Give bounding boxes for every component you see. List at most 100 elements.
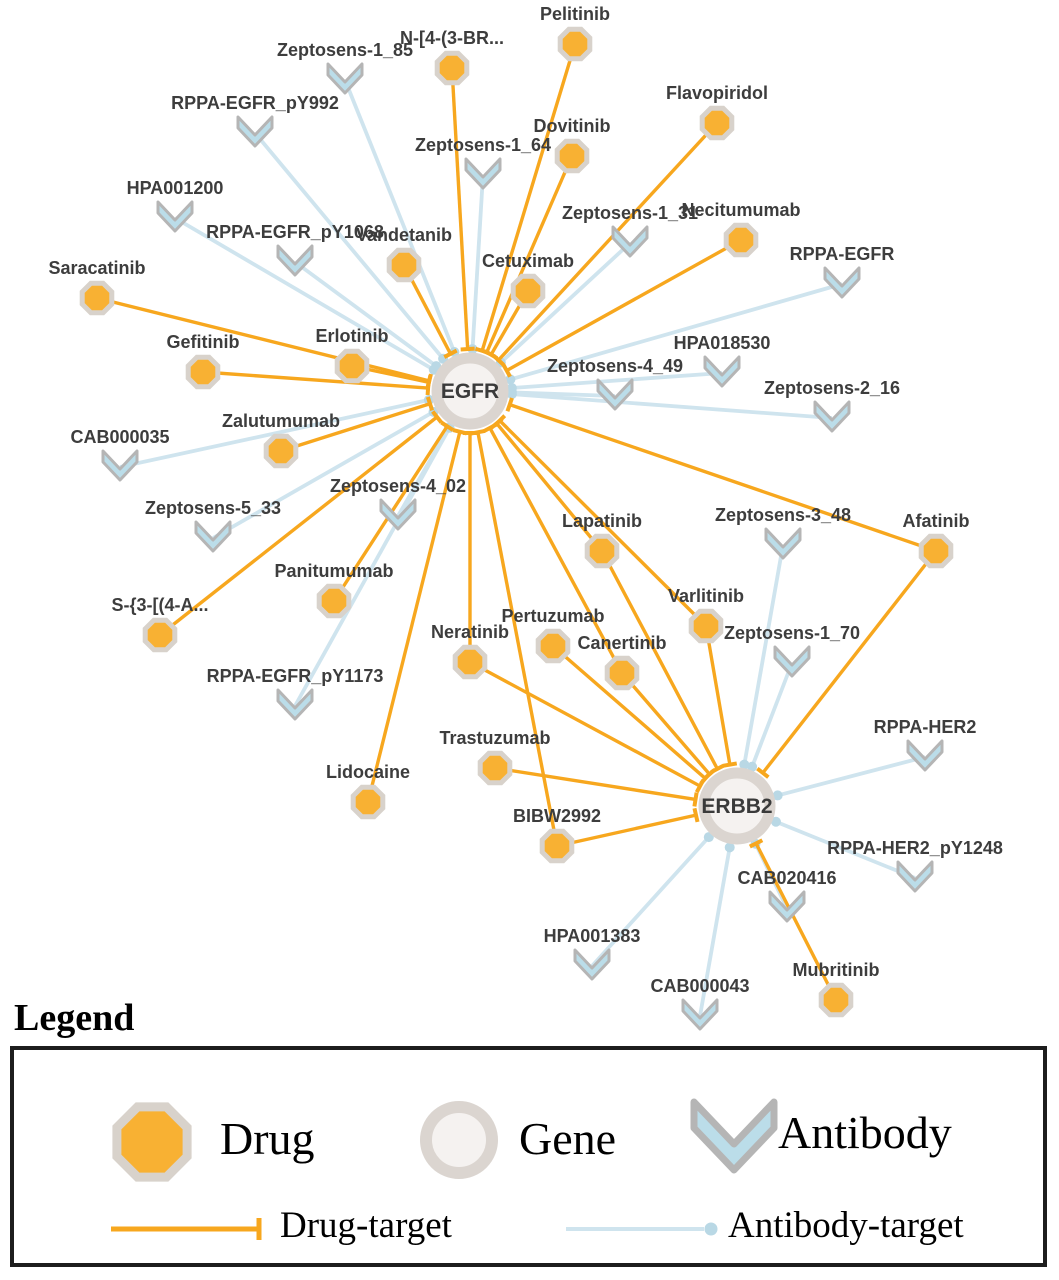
drug-target-edge — [96, 296, 430, 383]
drug-node-zalutumumab[interactable] — [263, 433, 299, 469]
drug-octagon-icon — [688, 608, 724, 644]
drug-octagon-icon — [723, 222, 759, 258]
gene-node-egfr[interactable]: EGFR — [431, 352, 509, 430]
drug-target-legend-label: Drug-target — [280, 1205, 452, 1246]
antibody-node-hpa001383[interactable] — [573, 948, 611, 981]
antibody-target-dot — [431, 361, 442, 372]
drug-target-edge — [280, 402, 431, 453]
antibody-target-edge — [777, 755, 926, 798]
drug-node-erlotinib[interactable] — [334, 348, 370, 384]
antibody-chevron-icon — [573, 948, 611, 981]
node-label-afatinib: Afatinib — [903, 511, 970, 531]
drug-node-mubritinib[interactable] — [818, 982, 854, 1018]
antibody-node-rppa_egfr[interactable] — [823, 266, 861, 299]
drug-target-edge — [498, 419, 708, 628]
antibody-node-cab000043[interactable] — [681, 998, 719, 1031]
drug-node-trastuzumab[interactable] — [477, 750, 513, 786]
drug-legend-label: Drug — [220, 1113, 315, 1164]
antibody-node-zeptosens_4_49[interactable] — [596, 378, 634, 411]
drug-target-edge — [509, 403, 937, 553]
antibody-node-zeptosens_2_16[interactable] — [813, 400, 851, 433]
antibody-node-hpa018530[interactable] — [703, 355, 741, 388]
antibody-node-rppa_her2_py1248[interactable] — [896, 860, 934, 893]
drug-target-tee — [460, 346, 475, 352]
node-label-cab000035: CAB000035 — [70, 427, 169, 447]
drug-node-neratinib[interactable] — [452, 644, 488, 680]
gene-circle-icon — [431, 352, 509, 430]
antibody-target-dot — [747, 761, 758, 772]
antibody-node-zeptosens_1_70[interactable] — [773, 645, 811, 678]
antibody-chevron-icon — [596, 378, 634, 411]
node-label-trastuzumab: Trastuzumab — [439, 728, 550, 748]
drug-node-n4_3br[interactable] — [434, 50, 470, 86]
antibody-chevron-icon — [156, 200, 194, 233]
antibody-node-zeptosens_3_48[interactable] — [764, 527, 802, 560]
antibody-node-zeptosens_1_85[interactable] — [326, 62, 364, 95]
drug-node-lidocaine[interactable] — [350, 784, 386, 820]
antibody-node-zeptosens_4_02[interactable] — [379, 498, 417, 531]
drug-target-edge — [600, 550, 719, 770]
antibody-node-zeptosens_5_33[interactable] — [194, 520, 232, 553]
drug-node-gefitinib[interactable] — [185, 354, 221, 390]
antibody-node-rppa_her2[interactable] — [906, 739, 944, 772]
antibody-node-rppa_egfr_py992[interactable] — [236, 115, 274, 148]
drug-node-saracatinib[interactable] — [79, 280, 115, 316]
antibody-target-edge — [590, 835, 711, 968]
drug-node-pelitinib[interactable] — [557, 26, 593, 62]
node-label-zeptosens_1_64: Zeptosens-1_64 — [415, 135, 551, 155]
drug-target-tee — [493, 414, 507, 428]
label-layer: PelitinibN-[4-(3-BR...DovitinibFlavopiri… — [48, 4, 1002, 996]
drug-octagon-icon — [535, 628, 571, 664]
legend-box: Drug Gene Antibody Drug-target Antibody-… — [10, 1046, 1047, 1267]
drug-node-canertinib[interactable] — [604, 655, 640, 691]
antibody-chevron-icon — [276, 688, 314, 721]
drug-target-tee — [470, 428, 486, 436]
antibody-node-cab000035[interactable] — [101, 449, 139, 482]
node-label-saracatinib: Saracatinib — [48, 258, 145, 278]
antibody-target-edge — [499, 241, 632, 364]
drug-node-necitumumab[interactable] — [723, 222, 759, 258]
edge-layer — [96, 43, 938, 1017]
antibody-node-rppa_egfr_py1068[interactable] — [276, 244, 314, 277]
drug-node-bibw2992[interactable] — [539, 828, 575, 864]
node-label-canertinib: Canertinib — [577, 633, 666, 653]
node-label-cetuximab: Cetuximab — [482, 251, 574, 271]
node-label-rppa_her2: RPPA-HER2 — [874, 717, 977, 737]
drug-node-flavopiridol[interactable] — [699, 105, 735, 141]
antibody-node-rppa_egfr_py1173[interactable] — [276, 688, 314, 721]
drug-node-varlitinib[interactable] — [688, 608, 724, 644]
drug-node-cetuximab[interactable] — [510, 273, 546, 309]
antibody-node-zeptosens_1_31[interactable] — [611, 225, 649, 258]
drug-node-vandetanib[interactable] — [386, 247, 422, 283]
antibody-chevron-icon — [611, 225, 649, 258]
antibody-node-hpa001200[interactable] — [156, 200, 194, 233]
antibody-target-edge — [750, 662, 794, 768]
drug-node-afatinib[interactable] — [918, 533, 954, 569]
drug-node-dovitinib[interactable] — [554, 138, 590, 174]
antibody-target-legend-icon — [566, 1222, 718, 1236]
node-label-zeptosens_3_48: Zeptosens-3_48 — [715, 505, 851, 525]
drug-node-s3_4a[interactable] — [142, 617, 178, 653]
antibody-chevron-icon — [101, 449, 139, 482]
drug-octagon-icon — [539, 828, 575, 864]
drug-node-panitumumab[interactable] — [316, 583, 352, 619]
drug-octagon-icon — [334, 348, 370, 384]
node-label-zeptosens_4_02: Zeptosens-4_02 — [330, 476, 466, 496]
antibody-target-dot — [739, 759, 750, 770]
node-label-s3_4a: S-{3-[(4-A... — [111, 595, 208, 615]
antibody-target-dot — [770, 816, 781, 827]
antibody-node-cab020416[interactable] — [768, 890, 806, 923]
antibody-target-edge — [742, 544, 785, 765]
drug-octagon-icon — [510, 273, 546, 309]
gene-node-erbb2[interactable]: ERBB2 — [698, 767, 776, 845]
drug-node-pertuzumab[interactable] — [535, 628, 571, 664]
antibody-target-dot — [505, 374, 516, 385]
node-label-erlotinib: Erlotinib — [316, 326, 389, 346]
drug-octagon-icon — [554, 138, 590, 174]
drug-octagon-icon — [316, 583, 352, 619]
antibody-node-zeptosens_1_64[interactable] — [464, 157, 502, 190]
drug-node-lapatinib[interactable] — [584, 533, 620, 569]
node-label-dovitinib: Dovitinib — [534, 116, 611, 136]
node-label-necitumumab: Necitumumab — [681, 200, 800, 220]
antibody-target-edge — [174, 216, 435, 372]
